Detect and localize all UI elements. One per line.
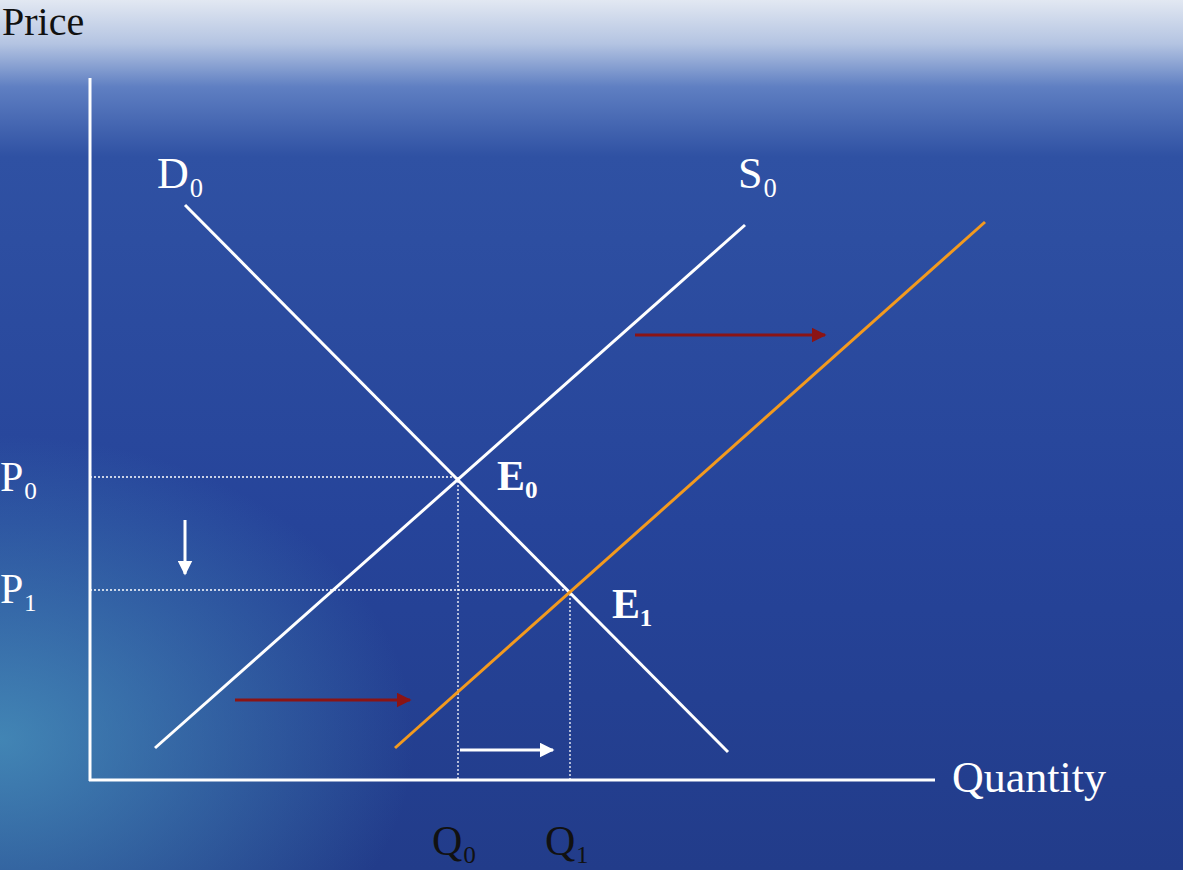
price-axis <box>89 78 92 781</box>
new-supply-curve <box>395 222 985 748</box>
shift-arrow <box>235 699 410 702</box>
equilibrium-label: E₁ <box>612 583 653 625</box>
demand-curve <box>185 205 728 752</box>
quantity-change-arrow <box>460 749 553 752</box>
curve-label: S₀ <box>738 152 778 196</box>
quantity-label: Q₀ <box>432 820 477 862</box>
equilibrium-label: E₀ <box>497 455 538 497</box>
guide-line <box>457 477 458 780</box>
guide-line <box>90 589 570 590</box>
axis-title: Quantity <box>952 756 1106 800</box>
quantity-axis <box>89 779 935 782</box>
guide-line <box>90 476 458 477</box>
price-label: P₀ <box>0 456 38 498</box>
price-label: P₁ <box>0 568 38 610</box>
guide-line <box>569 590 570 780</box>
curve-label: D₀ <box>157 152 204 196</box>
supply-curve <box>155 225 745 748</box>
axis-title: Price <box>2 2 84 42</box>
price-change-arrow <box>184 520 187 574</box>
shift-arrow <box>635 334 825 337</box>
quantity-label: Q₁ <box>545 820 590 862</box>
